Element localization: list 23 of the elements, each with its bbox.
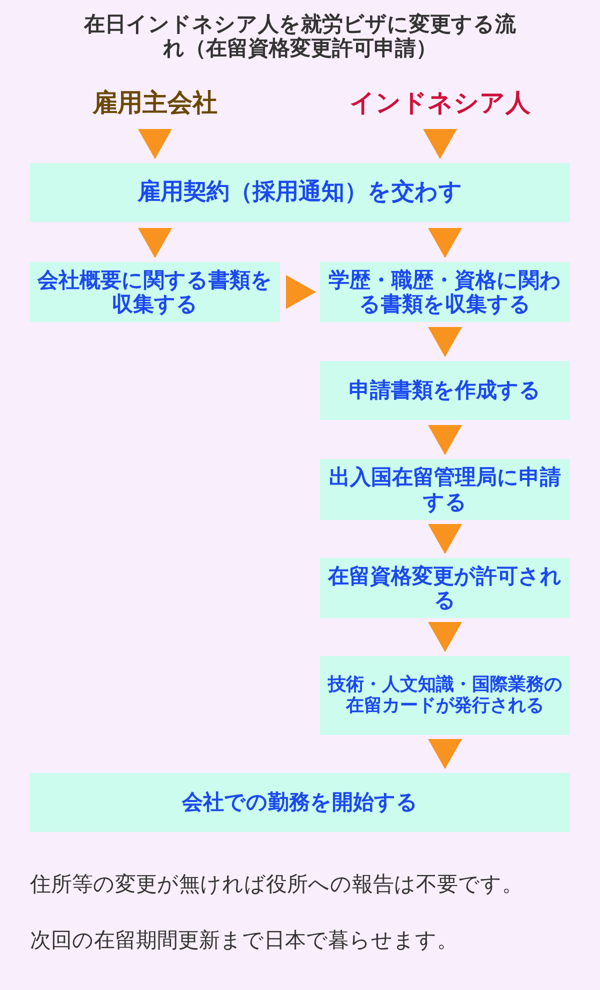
arrow	[138, 228, 172, 258]
note-text: 次回の在留期間更新まで日本で暮らせます。	[30, 928, 459, 954]
arrow	[286, 275, 316, 309]
arrow	[428, 524, 462, 554]
process-box: 技術・人文知識・国際業務の在留カードが発行される	[320, 656, 570, 735]
arrow	[428, 739, 462, 769]
arrow	[428, 228, 462, 258]
column-heading: 雇用主会社	[70, 84, 240, 120]
process-box: 出入国在留管理局に申請する	[320, 459, 570, 520]
arrow	[428, 425, 462, 455]
process-box: 申請書類を作成する	[320, 361, 570, 420]
arrow	[423, 129, 457, 159]
process-box: 雇用契約（採用通知）を交わす	[30, 163, 570, 222]
process-box: 在留資格変更が許可される	[320, 558, 570, 618]
diagram-title: 在日インドネシア人を就労ビザに変更する流れ（在留資格変更許可申請）	[82, 12, 517, 60]
process-box: 学歴・職歴・資格に関わる書類を収集する	[320, 262, 570, 322]
process-box: 会社概要に関する書類を収集する	[30, 262, 280, 322]
process-box: 会社での勤務を開始する	[30, 773, 570, 832]
arrow	[138, 129, 172, 159]
arrow	[428, 622, 462, 652]
arrow	[428, 327, 462, 357]
column-heading: インドネシア人	[330, 84, 550, 120]
note-text: 住所等の変更が無ければ役所への報告は不要です。	[30, 872, 524, 898]
